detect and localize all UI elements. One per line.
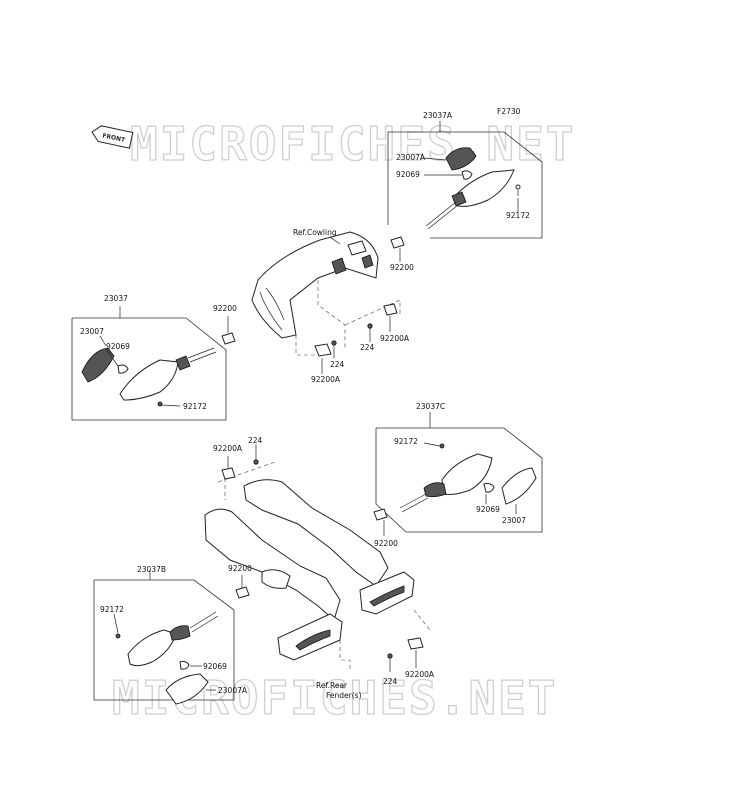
label-92200-r1: 92200 <box>390 263 414 272</box>
label-92200A-b: 92200A <box>311 375 341 384</box>
label-23037B: 23037B <box>137 565 166 574</box>
turn-signal-top-right <box>454 169 515 207</box>
clip-92200-left <box>221 332 236 345</box>
label-23007A-bottom: 23007A <box>218 686 248 695</box>
label-92200-b: 92200 <box>228 564 252 573</box>
label-ref-cowling: Ref.Cowling <box>293 228 337 237</box>
label-23037: 23037 <box>104 294 128 303</box>
turn-signal-bottom-left <box>127 629 177 667</box>
label-92172-left: 92172 <box>183 402 207 411</box>
label-224-b: 224 <box>330 360 345 369</box>
label-23007-right: 23007 <box>502 516 526 525</box>
label-23037A: 23037A <box>423 111 453 120</box>
clip-92200-right <box>390 236 405 249</box>
clip-92200A-fender-right <box>407 637 424 650</box>
label-224-c: 224 <box>248 436 263 445</box>
cowling <box>251 231 379 339</box>
label-92200A-d: 92200A <box>405 670 435 679</box>
diagram-code: F2730 <box>497 107 521 116</box>
turn-signal-left <box>119 359 179 401</box>
watermark-top: MICROFICHES.NET <box>130 117 575 171</box>
assembly-23037 <box>71 306 227 421</box>
lens-cover-23007-right <box>501 467 537 505</box>
label-92069-right: 92069 <box>476 505 500 514</box>
label-92069-bottom: 92069 <box>203 662 227 671</box>
label-92200A-a: 92200A <box>380 334 410 343</box>
front-label: FRONT <box>102 132 127 144</box>
assembly-23037C <box>375 412 543 533</box>
lens-cover-23007A <box>445 147 477 171</box>
label-92172-top: 92172 <box>506 211 530 220</box>
label-92200-l1: 92200 <box>213 304 237 313</box>
clip-92200-left-lower <box>235 586 250 599</box>
clip-92200A-center-left <box>314 343 332 357</box>
label-92200A-c: 92200A <box>213 444 243 453</box>
label-23007A-top: 23007A <box>396 153 426 162</box>
turn-signal-right <box>441 453 493 495</box>
label-92200-c: 92200 <box>374 539 398 548</box>
label-92172-bottom: 92172 <box>100 605 124 614</box>
front-arrow-icon: FRONT <box>91 125 134 149</box>
label-92069-top: 92069 <box>396 170 420 179</box>
label-92172-right: 92172 <box>394 437 418 446</box>
label-ref-rear: Ref.Rear <box>316 681 348 690</box>
clip-92200-right-lower <box>373 508 388 521</box>
label-224-a: 224 <box>360 343 375 352</box>
label-23037C: 23037C <box>416 402 445 411</box>
clip-92200A-center-right <box>383 303 398 316</box>
label-224-d: 224 <box>383 677 398 686</box>
assembly-23037A <box>387 121 543 239</box>
label-ref-fender: Fender(s) <box>326 691 362 700</box>
rear-fender <box>204 479 415 661</box>
lens-cover-23007A-bottom <box>165 673 209 705</box>
assembly-23037B <box>93 570 235 705</box>
label-92069-left: 92069 <box>106 342 130 351</box>
label-23007: 23007 <box>80 327 104 336</box>
lens-cover-23007 <box>81 347 115 383</box>
clip-92200A-fender-left <box>221 467 236 480</box>
